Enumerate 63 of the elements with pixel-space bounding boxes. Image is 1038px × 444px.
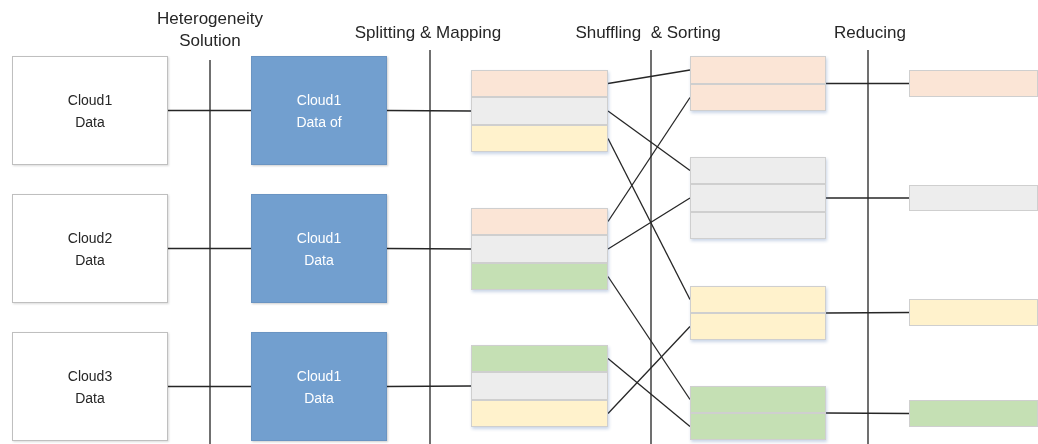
connector-line: [167, 247, 252, 250]
record-bar: [690, 184, 826, 212]
data-box: [12, 56, 168, 165]
column-heading: Heterogeneity Solution: [156, 8, 264, 52]
node-label: Cloud3 Data: [66, 366, 114, 408]
record-stack: [471, 70, 608, 152]
processed-data-box: [251, 332, 387, 441]
record-stack: [471, 345, 608, 427]
record-bar: [471, 372, 608, 400]
processed-data-box: [251, 194, 387, 303]
record-bar: [909, 70, 1038, 97]
node-label: Cloud1 Data: [295, 228, 343, 270]
node-label: Cloud2 Data: [66, 228, 114, 270]
record-bar: [690, 313, 826, 340]
record-bar: [690, 157, 826, 184]
data-box: [12, 194, 168, 303]
record-bar: [909, 299, 1038, 326]
record-bar: [909, 400, 1038, 427]
record-bar: [690, 212, 826, 239]
connector-line: [386, 385, 472, 388]
column-heading: Reducing: [833, 22, 907, 44]
column-heading: Splitting & Mapping: [353, 22, 503, 44]
connector-line: [825, 412, 910, 415]
record-stack: [690, 386, 826, 440]
record-bar: [909, 185, 1038, 211]
record-bar: [471, 208, 608, 235]
connector-line: [607, 325, 691, 415]
record-bar: [471, 125, 608, 152]
record-bar: [690, 413, 826, 440]
node-label: Cloud1 Data of: [295, 90, 343, 132]
record-bar: [471, 400, 608, 427]
record-stack: [471, 208, 608, 290]
record-stack: [690, 286, 826, 340]
node-label: Cloud1 Data: [295, 366, 343, 408]
connector-line: [607, 275, 691, 401]
record-bar: [471, 345, 608, 372]
connector-line: [825, 311, 910, 314]
connector-line: [607, 357, 691, 428]
connector-line: [607, 197, 691, 250]
connector-line: [386, 247, 472, 250]
connector-line: [386, 109, 472, 112]
node-label: Cloud1 Data: [66, 90, 114, 132]
record-bar: [471, 97, 608, 125]
record-bar: [690, 286, 826, 313]
connector-line: [607, 69, 691, 85]
record-bar: [690, 386, 826, 413]
record-bar: [690, 84, 826, 111]
record-bar: [471, 235, 608, 263]
connector-line: [825, 197, 910, 199]
processed-data-box: [251, 56, 387, 165]
record-stack: [690, 157, 826, 239]
connector-line: [607, 110, 691, 172]
connector-line: [825, 82, 910, 85]
record-bar: [471, 70, 608, 97]
connector-line: [607, 137, 691, 301]
record-bar: [690, 56, 826, 84]
record-stack: [690, 56, 826, 111]
record-bar: [471, 263, 608, 290]
column-heading: Shuffling & Sorting: [574, 22, 722, 44]
connector-line: [607, 96, 691, 223]
connector-line: [167, 385, 252, 388]
data-box: [12, 332, 168, 441]
connector-line: [167, 109, 252, 112]
